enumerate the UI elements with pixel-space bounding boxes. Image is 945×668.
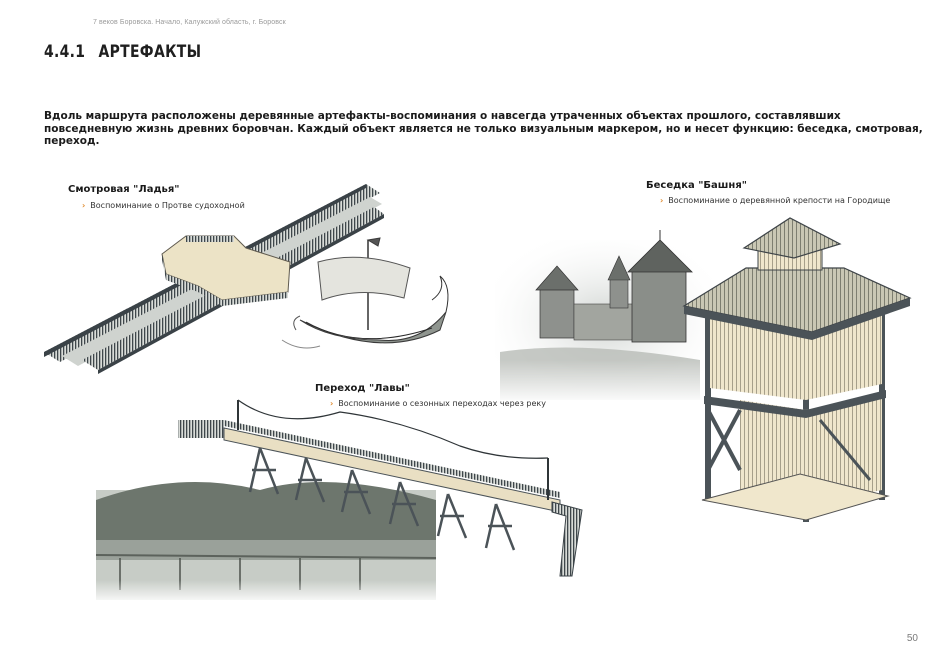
lavy-subtitle-text: Воспоминание о сезонных переходах через … bbox=[338, 399, 546, 408]
lavy-title: Переход "Лавы" bbox=[315, 383, 410, 394]
page-number: 50 bbox=[906, 633, 918, 644]
bashnya-title: Беседка "Башня" bbox=[646, 180, 747, 191]
intro-paragraph: Вдоль маршрута расположены деревянные ар… bbox=[44, 110, 923, 147]
ladya-title: Смотровая "Ладья" bbox=[68, 184, 180, 195]
section-title: 4.4.1 АРТЕФАКТЫ bbox=[44, 42, 201, 62]
chevron-right-icon: › bbox=[82, 201, 86, 210]
ladya-subtitle: › Воспоминание о Протве судоходной bbox=[82, 201, 245, 210]
ladya-viewpoint-illustration bbox=[44, 184, 384, 374]
chevron-right-icon: › bbox=[330, 399, 334, 408]
ship-sketch bbox=[281, 237, 449, 349]
ladya-subtitle-text: Воспоминание о Протве судоходной bbox=[90, 201, 245, 210]
section-number: 4.4.1 bbox=[44, 42, 86, 62]
bashnya-subtitle: › Воспоминание о деревянной крепости на Г… bbox=[660, 196, 890, 205]
lavy-subtitle: › Воспоминание о сезонных переходах через… bbox=[330, 399, 546, 408]
bashnya-subtitle-text: Воспоминание о деревянной крепости на Го… bbox=[668, 196, 891, 205]
lavy-bridge-illustration bbox=[95, 399, 583, 604]
bashnya-tower-illustration bbox=[682, 217, 912, 522]
fortress-sketch bbox=[495, 230, 715, 404]
section-title-text: АРТЕФАКТЫ bbox=[98, 42, 202, 62]
running-header: 7 веков Боровска. Начало, Калужский обла… bbox=[93, 19, 286, 26]
chevron-right-icon: › bbox=[660, 196, 664, 205]
